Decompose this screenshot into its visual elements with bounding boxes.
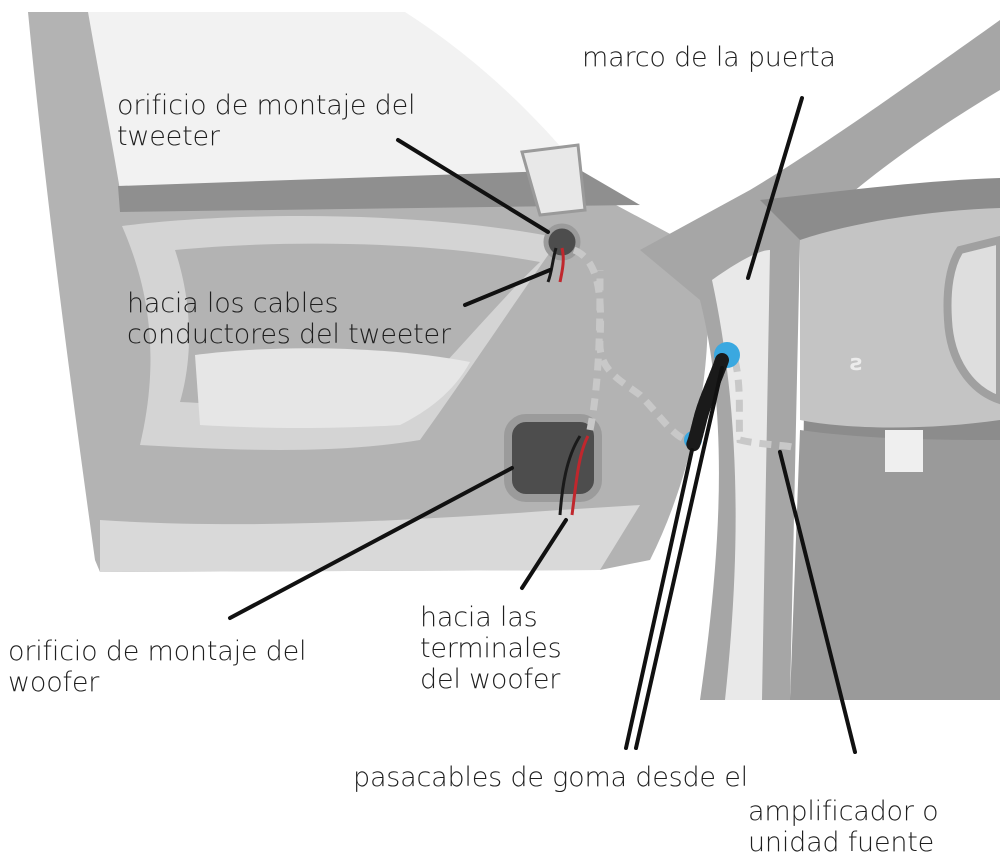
- label-to-tweeter-leads: hacia los cables conductores del tweeter: [127, 288, 451, 350]
- label-to-woofer-terminals: hacia las terminales del woofer: [420, 602, 562, 695]
- door-armrest: [195, 348, 470, 429]
- grommet-coiled-cable: [686, 353, 729, 452]
- label-rubber-grommet: pasacables de goma desde el: [353, 762, 748, 793]
- label-door-frame: marco de la puerta: [582, 42, 836, 73]
- tweeter-wire-black: [546, 247, 558, 283]
- leader-tweeter-leads: [463, 268, 552, 307]
- woofer-mount-hole: [504, 414, 602, 502]
- woofer-wire-black: [558, 435, 582, 516]
- interior-badge-mark: ƨ: [850, 351, 863, 376]
- tweeter-wire-red: [558, 247, 565, 283]
- route-woofer-to-tweeter: [586, 269, 604, 431]
- leader-woofer-hole: [228, 466, 514, 620]
- door-frame-pillar: [640, 20, 1000, 700]
- side-mirror: [520, 143, 587, 217]
- label-tweeter-mount-hole: orificio de montaje del tweeter: [117, 90, 416, 152]
- door-belt-line: [118, 170, 640, 212]
- leader-tweeter-hole: [396, 138, 550, 234]
- leader-grommet-upper: [634, 366, 724, 750]
- leader-grommet-lower: [624, 448, 694, 750]
- woofer-wire-red: [570, 435, 590, 516]
- car-interior-floor: [790, 430, 1000, 700]
- steering-wheel: [943, 235, 1000, 405]
- leader-amp-head-unit: [778, 450, 857, 754]
- door-lower-band: [100, 505, 640, 572]
- label-amp-or-head-unit: amplificador o unidad fuente: [748, 796, 939, 858]
- pedal-block: [885, 430, 923, 472]
- leader-woofer-terminals: [520, 518, 568, 590]
- route-tweeter-to-frame: [572, 246, 691, 444]
- door-window-area: [88, 12, 580, 190]
- route-frame-to-floor: [731, 359, 797, 452]
- dashed-wire-routes: [572, 246, 797, 452]
- leader-lines: [228, 96, 857, 754]
- label-woofer-mount-hole: orificio de montaje del woofer: [8, 636, 307, 698]
- leader-door-frame: [746, 96, 804, 280]
